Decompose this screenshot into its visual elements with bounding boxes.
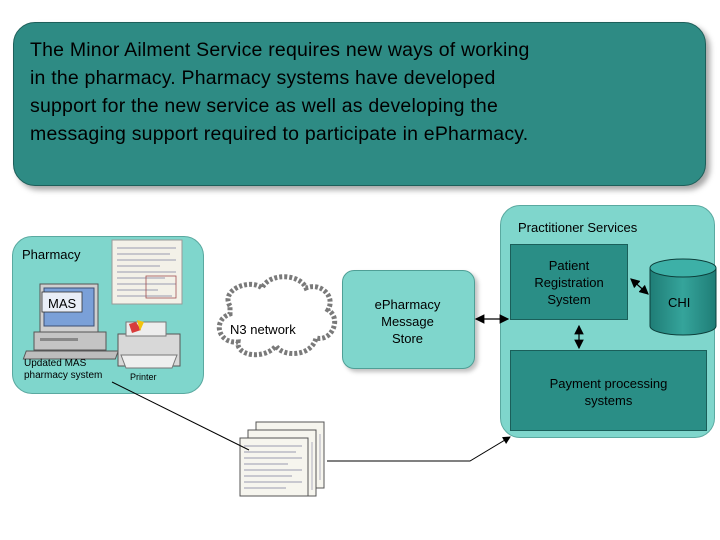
message-store-line-3: Store <box>391 331 424 346</box>
message-store-line-2: Message <box>381 314 434 329</box>
payment-processing-line-2: systems <box>584 393 633 408</box>
banner-text: The Minor Ailment Service requires new w… <box>30 36 695 148</box>
mas-label: MAS <box>48 296 77 311</box>
computer-caption: Updated MAS pharmacy system <box>24 358 102 382</box>
banner-line-3: support for the new service as well as d… <box>30 95 499 117</box>
banner-line-2: in the pharmacy. Pharmacy systems have d… <box>30 67 496 89</box>
mas-label-box <box>41 291 83 313</box>
prescription-stack-icon <box>239 421 325 497</box>
n3-network-cloud-icon <box>216 274 338 358</box>
computer-caption-line-1: Updated MAS <box>24 358 87 369</box>
message-store-text: ePharmacy Message Store <box>342 296 473 347</box>
forms-to-practitioner-arrow <box>327 436 511 462</box>
pharmacy-title: Pharmacy <box>22 247 81 262</box>
payment-processing-box: Payment processing systems <box>510 350 707 431</box>
pharmacy-to-forms-line <box>111 381 250 451</box>
printer-icon <box>117 320 181 369</box>
payment-processing-line-1: Payment processing <box>549 376 668 391</box>
registration-to-chi-arrow <box>630 278 649 295</box>
intro-banner: The Minor Ailment Service requires new w… <box>13 22 706 186</box>
patient-registration-line-2: Registration <box>534 275 604 290</box>
computer-caption-line-2: pharmacy system <box>24 370 103 381</box>
chi-database-icon <box>649 258 717 336</box>
patient-registration-box: Patient Registration System <box>510 244 628 320</box>
message-store-line-1: ePharmacy <box>374 297 441 312</box>
banner-line-4: messaging support required to participat… <box>30 123 529 145</box>
practitioner-services-title: Practitioner Services <box>518 220 638 235</box>
chi-label: CHI <box>668 295 691 310</box>
prescription-form-icon <box>111 239 183 305</box>
printer-caption: Printer <box>130 372 157 382</box>
banner-line-1: The Minor Ailment Service requires new w… <box>30 39 530 61</box>
patient-registration-line-3: System <box>547 292 591 307</box>
patient-registration-line-1: Patient <box>548 258 590 273</box>
n3-network-label: N3 network <box>230 322 296 337</box>
epharmacy-message-store <box>342 270 475 369</box>
